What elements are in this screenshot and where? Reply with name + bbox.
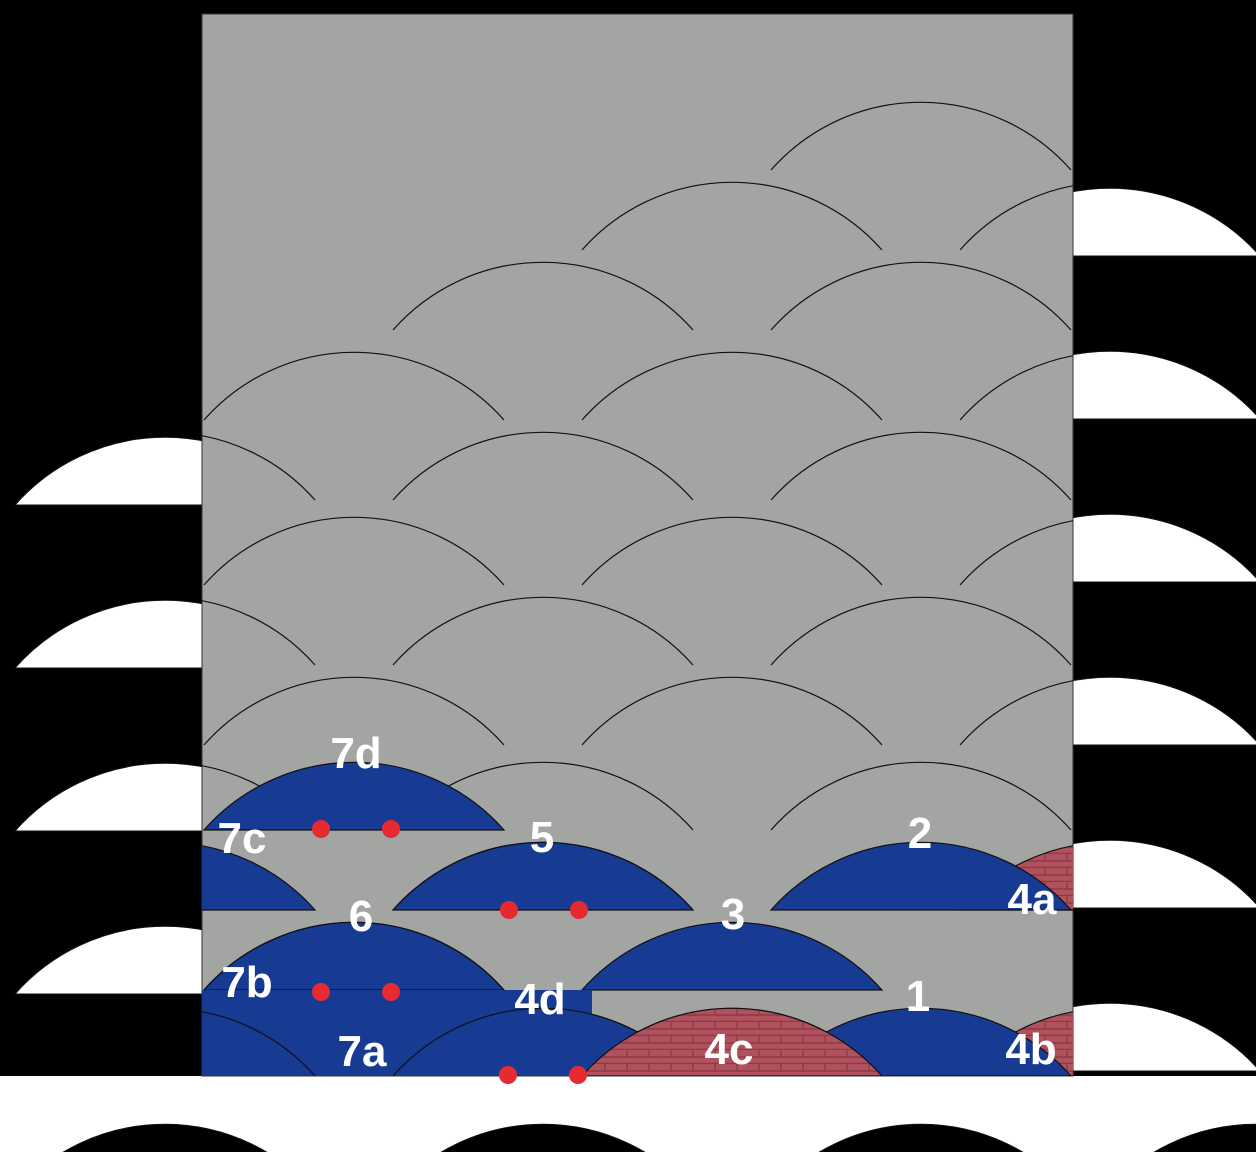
label-7c: 7c [218, 814, 267, 863]
gray-scale-outline [581, 676, 883, 746]
label-7b: 7b [221, 958, 272, 1007]
bottom-black-scale [440, 1123, 646, 1152]
blue-scale [580, 921, 884, 991]
blue-scale [202, 761, 506, 831]
bottom-black-scale [62, 1123, 268, 1152]
blue-scale-outline [203, 921, 505, 991]
blue-scale-outline [202, 1011, 316, 1076]
marker-dot [382, 983, 400, 1001]
bottom-black-scale [818, 1123, 1024, 1152]
gray-scale-outline [581, 351, 883, 421]
gray-scale-outline [770, 431, 1072, 501]
gray-scale-outline [392, 261, 694, 331]
label-5: 5 [530, 813, 554, 862]
blue-numbered-scales [202, 761, 1073, 1076]
marker-dot [382, 820, 400, 838]
gray-panel-scale-outlines [202, 101, 1073, 831]
marker-dot [570, 901, 588, 919]
marker-dot [499, 1066, 517, 1084]
blue-scale [769, 841, 1073, 911]
gray-scale-outline [202, 435, 316, 501]
label-7a: 7a [338, 1027, 387, 1076]
gray-scale-outline [770, 761, 1072, 831]
marker-dot [500, 901, 518, 919]
gray-scale-outline [581, 181, 883, 251]
gray-scale-outline [203, 676, 505, 746]
gray-scale-outline [770, 101, 1072, 171]
gray-scale-outline [392, 431, 694, 501]
red-brick-scale [581, 1007, 883, 1076]
blue-scale [202, 845, 317, 911]
scale-labels: 7d 7c 5 2 6 3 4a 7b 4d 1 7a 4c 4b [218, 729, 1057, 1076]
gray-scale-outline [203, 351, 505, 421]
gray-scale-outline [959, 185, 1073, 251]
label-1: 1 [906, 972, 930, 1021]
label-7d: 7d [330, 729, 381, 778]
gray-panel [201, 13, 1074, 1077]
label-6: 6 [349, 892, 373, 941]
label-4a: 4a [1008, 875, 1057, 924]
marker-dot [312, 820, 330, 838]
gray-scale-outline [581, 516, 883, 586]
marker-dot [312, 983, 330, 1001]
label-4c: 4c [705, 1025, 754, 1074]
label-4d: 4d [514, 975, 565, 1024]
gray-scale-outline [203, 516, 505, 586]
red-marker-dots [312, 820, 588, 1084]
gray-scale-outline [202, 600, 316, 666]
label-2: 2 [908, 809, 932, 858]
gray-scale-outline [959, 680, 1073, 746]
gray-scale-outline [770, 261, 1072, 331]
label-3: 3 [721, 890, 745, 939]
gray-scale-outline [959, 520, 1073, 586]
blue-base-fill [202, 990, 592, 1076]
gray-scale-outline [770, 596, 1072, 666]
gray-scale-outline [959, 355, 1073, 421]
bottom-scale-row [0, 1076, 1256, 1152]
marker-dot [569, 1066, 587, 1084]
gray-scale-outline [392, 596, 694, 666]
bottom-black-scale [1153, 1123, 1256, 1152]
label-4b: 4b [1005, 1025, 1056, 1074]
blue-scale-outline [392, 841, 694, 911]
